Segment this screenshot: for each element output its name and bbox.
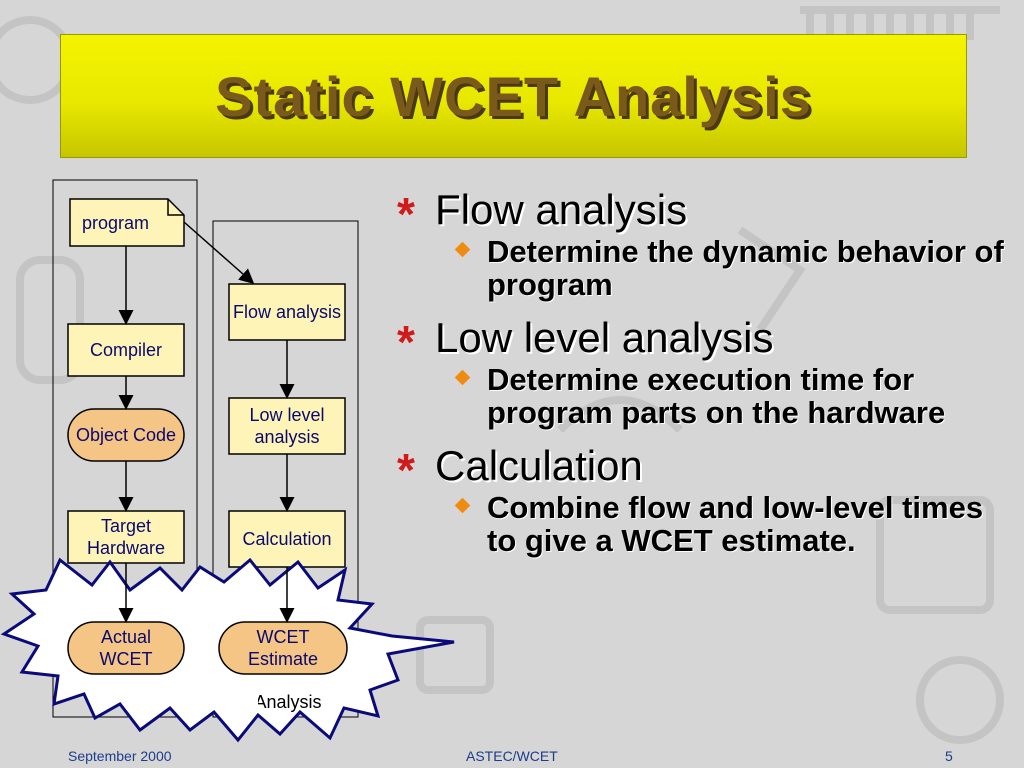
footer-center: ASTEC/WCET [466, 748, 558, 764]
diamond-bullet-icon [454, 241, 471, 258]
sub-bullet-flow-analysis: Determine the dynamic behavior of progra… [395, 235, 1015, 301]
wcet-estimate-node [218, 621, 348, 675]
program-node [69, 198, 185, 247]
diamond-bullet-icon [454, 369, 471, 386]
analysis-column-label: Analysis [254, 692, 322, 712]
sub-bullet-calculation: Combine flow and low-level times to give… [395, 491, 1015, 557]
sub-bullet-low-level-analysis: Determine execution time for program par… [395, 363, 1015, 429]
title-banner: Static WCET Analysis [60, 34, 967, 158]
calculation-node [228, 510, 346, 568]
left-column-frame [52, 179, 198, 718]
program-label: program [82, 213, 150, 233]
low-level-analysis-label: Low level analysis [249, 405, 325, 447]
bullet-flow-analysis: * Flow analysis [397, 186, 688, 240]
star-bullet-icon: * [397, 316, 415, 368]
star-bullet-icon: * [397, 444, 415, 496]
footer-date: September 2000 [68, 748, 172, 764]
calculation-label: Calculation [242, 529, 332, 549]
bullet-low-level-analysis: * Low level analysis [397, 314, 774, 368]
bullet-list: * Flow analysis Determine the dynamic be… [395, 185, 1015, 569]
target-hardware-label: Target Hardware [86, 516, 166, 558]
low-level-analysis-node [228, 397, 346, 455]
star-bullet-icon: * [397, 188, 415, 240]
actual-wcet-label: Actual WCET [99, 627, 153, 669]
arrow-program-to-flow-analysis [183, 221, 255, 284]
bullet-calculation: * Calculation [397, 442, 643, 496]
actual-wcet-node [67, 621, 185, 675]
flow-analysis-label: Flow analysis [232, 302, 342, 322]
footer-page-number: 5 [945, 748, 953, 764]
diamond-bullet-icon [454, 497, 471, 514]
wcet-estimate-label: WCET Estimate [247, 627, 319, 669]
compiler-label: Compiler [89, 340, 163, 360]
slide-title: Static WCET Analysis [215, 64, 812, 128]
object-code-label: Object Code [75, 425, 177, 445]
